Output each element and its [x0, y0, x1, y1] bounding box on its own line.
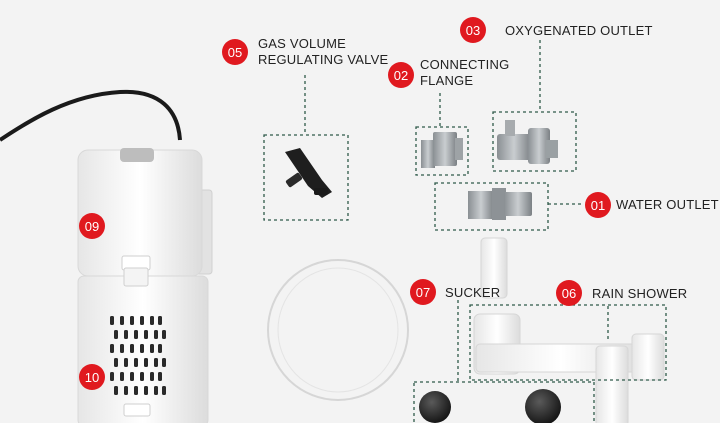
label-rain-shower: RAIN SHOWER	[592, 286, 688, 301]
water-outlet-part	[468, 188, 532, 220]
grille-slot	[154, 330, 158, 339]
grille-slot	[158, 344, 162, 353]
grille-slot	[120, 372, 124, 381]
oxygenated-outlet-part	[497, 120, 558, 164]
badge-06: 06	[556, 280, 582, 306]
grille-slot	[140, 344, 144, 353]
grille-slot	[134, 386, 138, 395]
badge-01: 01	[585, 192, 611, 218]
label-water-outlet: WATER OUTLET	[616, 197, 719, 212]
grille-slot	[162, 386, 166, 395]
grille-slot	[114, 358, 118, 367]
grille-slot	[114, 330, 118, 339]
grille-slot	[158, 316, 162, 325]
grille-slot	[114, 386, 118, 395]
grille-slot	[162, 358, 166, 367]
connecting-flange-part	[421, 132, 463, 168]
grille-slot	[110, 316, 114, 325]
grille-slot	[130, 372, 134, 381]
grille-slot	[154, 358, 158, 367]
grille-slot	[154, 386, 158, 395]
grille-slot	[140, 372, 144, 381]
badge-10: 10	[79, 364, 105, 390]
badge-07: 07	[410, 279, 436, 305]
grille-slot	[150, 316, 154, 325]
grille-slot	[162, 330, 166, 339]
grille-slot	[124, 330, 128, 339]
sucker-part	[419, 389, 561, 423]
grille-slot	[134, 358, 138, 367]
badge-03: 03	[460, 17, 486, 43]
power-cable	[0, 89, 182, 142]
grille-slot	[134, 330, 138, 339]
label-connecting-flange-line2: FLANGE	[420, 73, 474, 88]
label-gas-valve-line1: GAS VOLUME	[258, 36, 346, 51]
intake-grille-slots	[110, 316, 166, 395]
label-connecting-flange-line1: CONNECTING	[420, 57, 510, 72]
badge-09: 09	[79, 213, 105, 239]
grille-slot	[110, 372, 114, 381]
grille-slot	[110, 344, 114, 353]
grille-slot	[140, 316, 144, 325]
label-oxygenated-outlet: OXYGENATED OUTLET	[505, 23, 653, 38]
badge-05: 05	[222, 39, 248, 65]
label-gas-valve-line2: REGULATING VALVE	[258, 52, 389, 67]
rain-shower-part	[473, 237, 665, 423]
grille-slot	[150, 372, 154, 381]
grille-slot	[120, 316, 124, 325]
grille-slot	[130, 344, 134, 353]
grille-slot	[150, 344, 154, 353]
label-sucker: SUCKER	[445, 285, 501, 300]
badge-02: 02	[388, 62, 414, 88]
grille-slot	[158, 372, 162, 381]
grille-slot	[144, 358, 148, 367]
grille-slot	[144, 330, 148, 339]
gas-valve-part	[285, 148, 332, 198]
sponge-ring	[267, 259, 409, 401]
grille-slot	[120, 344, 124, 353]
grille-slot	[144, 386, 148, 395]
grille-slot	[130, 316, 134, 325]
grille-slot	[124, 386, 128, 395]
grille-slot	[124, 358, 128, 367]
